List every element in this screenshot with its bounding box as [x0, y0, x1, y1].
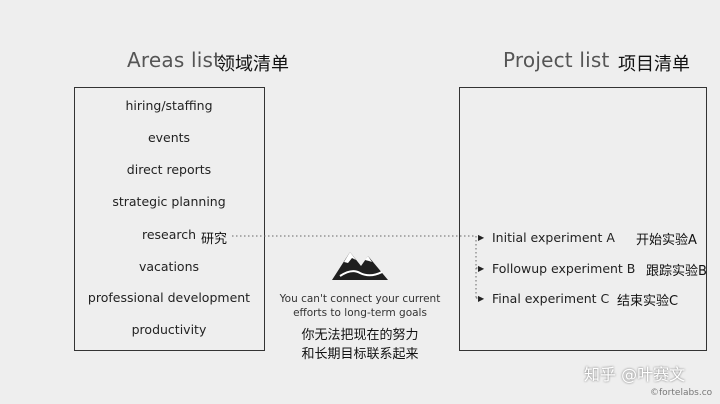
project-zh: 结束实验C [617, 294, 679, 309]
area-item: events [147, 130, 191, 145]
projects-title-zh: 项目清单 [618, 54, 690, 75]
projects-box [459, 87, 707, 351]
arrow-right-icon: ▶ [478, 232, 485, 242]
caption-zh-line-2: 和长期目标联系起来 [301, 347, 419, 362]
project-zh: 跟踪实验B [646, 264, 707, 279]
arrow-right-icon: ▶ [478, 263, 485, 273]
area-item: productivity [131, 322, 207, 337]
project-row: ▶ Final experiment C [460, 289, 609, 307]
area-item-research: research [141, 227, 197, 242]
project-row: ▶ Initial experiment A [460, 228, 615, 246]
research-zh-note: 研究 [201, 232, 228, 247]
caption-line-2: efforts to long-term goals [293, 307, 427, 319]
project-label: Final experiment C [492, 290, 610, 306]
watermark: 知乎 @叶赛文 [584, 365, 686, 384]
project-row: ▶ Followup experiment B [460, 259, 635, 277]
caption-line-1: You can't connect your current [279, 293, 441, 305]
caption-zh-line-1: 你无法把现在的努力 [301, 328, 419, 343]
area-item: direct reports [126, 162, 212, 177]
area-item: professional development [87, 290, 251, 305]
area-item: hiring/staffing [125, 98, 213, 113]
area-item: vacations [138, 259, 200, 274]
areas-box [74, 87, 265, 351]
arrow-right-icon: ▶ [478, 293, 485, 303]
project-label: Followup experiment B [492, 260, 636, 276]
areas-title-zh: 领域清单 [217, 54, 289, 75]
project-label: Initial experiment A [492, 229, 615, 245]
project-zh: 开始实验A [636, 233, 697, 248]
projects-title: Project list [503, 48, 610, 72]
mountain-icon [332, 252, 388, 280]
area-item: strategic planning [112, 194, 226, 209]
areas-title: Areas list [127, 48, 222, 72]
credit: ©fortelabs.co [650, 388, 713, 398]
